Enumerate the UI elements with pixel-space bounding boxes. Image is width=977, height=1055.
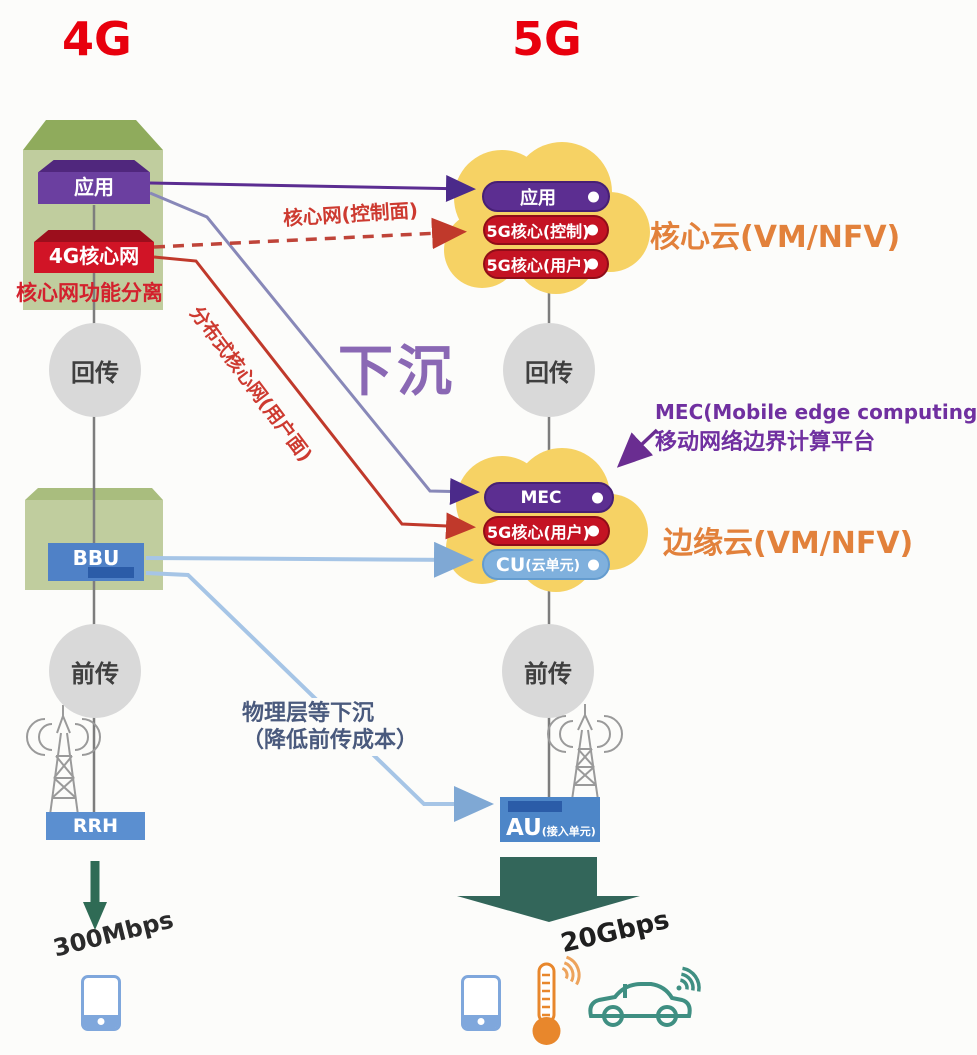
down-arrow-4g [83, 861, 107, 930]
bbu-label: BBU [72, 546, 120, 570]
au-label-sub: (接入单元) [541, 825, 596, 838]
mec-pill: MEC [484, 482, 614, 513]
5g-core-user-label: 5G核心(用户) [486, 256, 590, 275]
au-label-main: AU [506, 815, 542, 841]
edge-cloud-label: 边缘云(VM/NFV) [663, 526, 914, 561]
phy-sink-note-line1: 物理层等下沉 [242, 701, 375, 726]
mec-note-arrow [616, 428, 659, 468]
4g-fronthaul-node: 前传 [49, 624, 141, 718]
mec-label: MEC [520, 487, 562, 508]
connected-car-icon [588, 966, 701, 1027]
5g-app-pill: 应用 [482, 181, 610, 212]
iot-thermometer-icon [532, 955, 581, 1045]
4g-app-badge: 应用 [38, 160, 150, 204]
bbu-to-au-line [145, 571, 494, 822]
mec-note-line1: MEC(Mobile edge computing) [655, 400, 977, 424]
core-cloud-label: 核心云(VM/NFV) [650, 220, 901, 255]
bbu-to-cu-line [145, 541, 474, 578]
phy-sink-note-line2: （降低前传成本） [242, 728, 419, 753]
bbu-box: BBU [48, 543, 144, 581]
au-box: AU(接入单元) [500, 797, 600, 842]
edge-core-user-label: 5G核心(用户) [487, 523, 590, 542]
cu-label-sub: (云单元) [525, 557, 581, 574]
5g-fronthaul-node: 前传 [502, 624, 594, 718]
5g-app-label: 应用 [520, 187, 556, 209]
app-to-mec-line [149, 191, 480, 505]
phy-sink-note: 物理层等下沉 （降低前传成本） [238, 698, 423, 756]
rrh-box: RRH [46, 812, 145, 840]
au-port-bar [508, 801, 562, 812]
au-label: AU(接入单元) [506, 815, 596, 841]
app-to-app-line [149, 175, 476, 203]
down-arrow-5g [457, 857, 640, 922]
mec-note-line2: 移动网络边界计算平台 [655, 430, 876, 455]
sink-annotation: 下沉 [338, 339, 457, 403]
5g-backhaul-node: 回传 [503, 323, 595, 417]
cu-pill: CU(云单元) [482, 549, 610, 580]
cell-tower-icon-right [547, 704, 623, 801]
cu-label-main: CU [495, 553, 526, 576]
edge-core-user-pill: 5G核心(用户) [483, 516, 610, 546]
core-split-note: 核心网功能分离 [16, 281, 163, 305]
bbu-port-bar [88, 567, 134, 578]
core-ctrl-plane-line [153, 217, 467, 250]
5g-core-ctrl-pill: 5G核心(控制) [483, 215, 609, 245]
5g-core-ctrl-label: 5G核心(控制) [486, 222, 590, 241]
smartphone-icon-4g [81, 975, 121, 1031]
title-5g: 5G [512, 12, 582, 66]
smartphone-icon-5g [461, 975, 501, 1031]
4g-core-badge: 4G核心网 [34, 230, 154, 273]
5g-core-user-pill: 5G核心(用户) [483, 249, 609, 279]
cell-tower-icon-left [26, 705, 101, 816]
title-4g: 4G [62, 12, 132, 66]
4g-backhaul-node: 回传 [49, 323, 141, 417]
core-user-plane-line [153, 255, 476, 540]
